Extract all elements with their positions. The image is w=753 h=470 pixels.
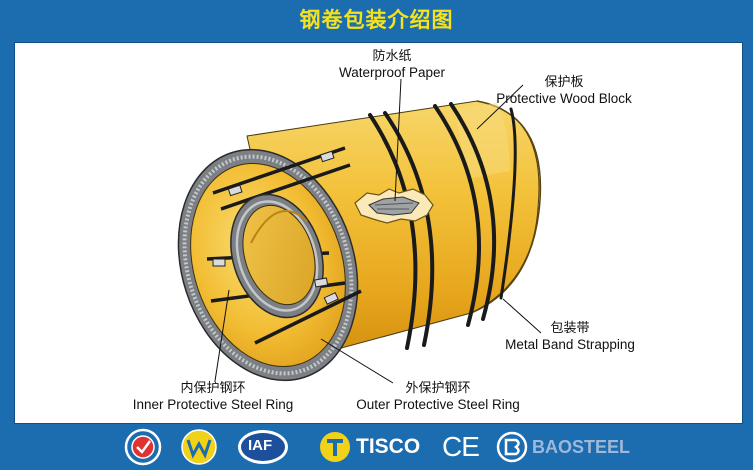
label-band-strapping: 包装带 Metal Band Strapping	[485, 321, 655, 353]
label-outer-ring-cn: 外保护钢环	[405, 381, 471, 396]
wood-block-shape	[455, 103, 510, 179]
inner-steel-ring	[230, 193, 324, 319]
baosteel-logo: BAOSTEEL	[496, 424, 646, 470]
iaf-logo: IAF	[236, 424, 294, 470]
certification-logos: IAF TISCO CE BAOSTEEL	[0, 424, 753, 470]
ce-logo: CE	[442, 424, 488, 470]
label-wood-block: 保护板 Protective Wood Block	[479, 75, 649, 107]
leader-waterproof	[394, 78, 402, 202]
tisco-text: TISCO	[356, 435, 421, 458]
label-inner-ring-cn: 内保护钢环	[180, 381, 246, 396]
w-mark-logo	[180, 424, 222, 470]
coil-hole	[242, 204, 316, 306]
leader-inner-ring	[214, 289, 230, 382]
baosteel-text: BAOSTEEL	[532, 436, 631, 457]
label-inner-ring-en: Inner Protective Steel Ring	[132, 397, 294, 412]
label-outer-ring-en: Outer Protective Steel Ring	[356, 397, 520, 412]
diagram-panel: 防水纸 Waterproof Paper 保护板 Protective Wood…	[14, 42, 743, 424]
seal-icon	[124, 428, 162, 466]
label-outer-ring: 外保护钢环 Outer Protective Steel Ring	[333, 381, 543, 413]
label-wood-en: Protective Wood Block	[496, 91, 632, 106]
label-band-en: Metal Band Strapping	[505, 337, 635, 352]
leader-lines	[214, 78, 542, 384]
w-mark-icon	[181, 429, 217, 465]
label-wood-cn: 保护板	[544, 75, 584, 90]
body-straps	[368, 102, 517, 350]
quality-seal-logo	[124, 424, 166, 470]
tisco-icon	[320, 432, 350, 462]
leader-wood	[476, 84, 524, 130]
label-waterproof-en: Waterproof Paper	[338, 65, 446, 80]
leader-band	[502, 298, 542, 334]
label-band-cn: 包装带	[550, 321, 590, 336]
waterproof-paper-tear	[354, 188, 434, 224]
label-waterproof-cn: 防水纸	[372, 49, 412, 64]
tisco-logo: TISCO	[318, 424, 428, 470]
leader-outer-ring	[320, 338, 394, 384]
ce-text: CE	[442, 431, 480, 462]
baosteel-icon	[496, 431, 528, 463]
strap-buckles	[212, 150, 339, 305]
coil-diagram	[177, 78, 542, 384]
label-inner-ring: 内保护钢环 Inner Protective Steel Ring	[113, 381, 313, 413]
page-title: 钢卷包装介绍图	[299, 8, 454, 32]
iaf-text: IAF	[248, 437, 273, 454]
label-waterproof-paper: 防水纸 Waterproof Paper	[327, 49, 457, 81]
iaf-icon	[238, 430, 288, 464]
